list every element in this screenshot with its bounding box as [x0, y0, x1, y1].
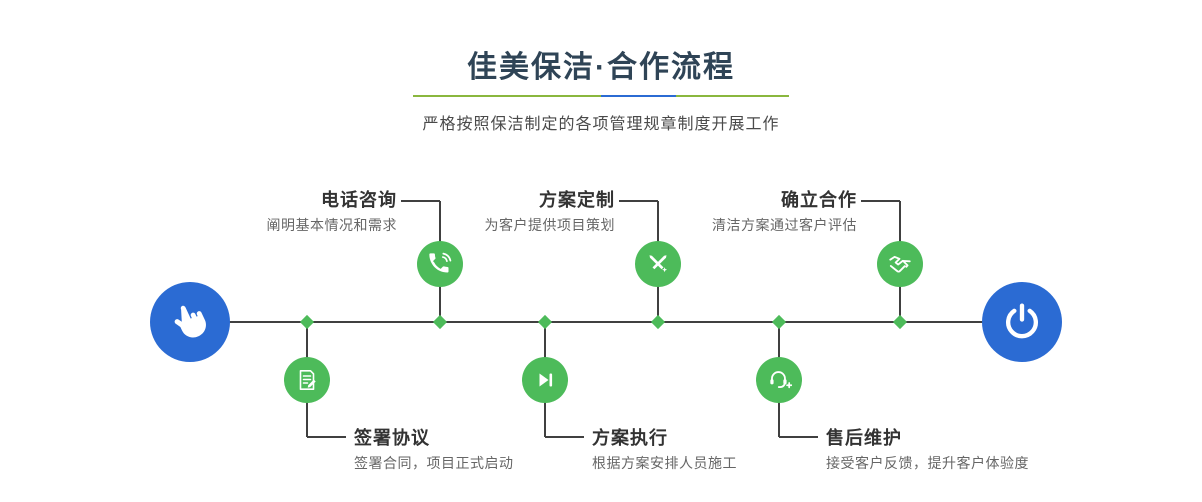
timeline-start-node — [150, 282, 230, 362]
step-title: 电话咨询 — [321, 190, 397, 210]
step-title: 确立合作 — [781, 190, 857, 210]
play-next-icon — [539, 373, 553, 387]
step-circle-phone — [417, 241, 463, 287]
divider-blue-segment — [601, 95, 677, 97]
step-title: 方案执行 — [592, 428, 668, 448]
connector-line — [401, 200, 440, 202]
pen-tools-icon — [649, 255, 668, 273]
page-title: 佳美保洁·合作流程 — [467, 51, 735, 84]
step-phone-consult: 电话咨询 阐明基本情况和需求 — [267, 189, 398, 235]
step-circle-cooperation — [877, 241, 923, 287]
timeline-end-node — [982, 282, 1062, 362]
timeline-line — [190, 321, 1022, 323]
title-divider — [413, 95, 789, 97]
connector-line — [619, 200, 658, 202]
headset-icon — [770, 371, 792, 389]
step-establish-cooperation: 确立合作 清洁方案通过客户评估 — [712, 189, 857, 235]
step-title: 方案定制 — [539, 190, 615, 210]
divider-green-segment — [413, 95, 601, 97]
hand-pointer-icon — [174, 305, 206, 338]
phone-icon — [429, 252, 452, 273]
step-description: 接受客户反馈，提升客户体验度 — [826, 455, 1029, 471]
connector-line — [545, 436, 584, 438]
step-circle-contract — [284, 357, 330, 403]
connector-line — [779, 436, 818, 438]
timeline-node-diamond — [771, 314, 787, 330]
power-icon — [1006, 303, 1038, 339]
contract-icon — [299, 370, 316, 390]
step-plan-execute: 方案执行 根据方案安排人员施工 — [592, 427, 737, 473]
step-description: 签署合同，项目正式启动 — [354, 455, 514, 471]
timeline-node-diamond — [892, 314, 908, 330]
timeline-node-diamond — [650, 314, 666, 330]
page-subtitle: 严格按照保洁制定的各项管理规章制度开展工作 — [422, 116, 780, 133]
step-aftersale-maintain: 售后维护 接受客户反馈，提升客户体验度 — [826, 427, 1029, 473]
step-description: 为客户提供项目策划 — [484, 217, 615, 233]
step-plan-customize: 方案定制 为客户提供项目策划 — [485, 189, 616, 235]
step-description: 阐明基本情况和需求 — [266, 217, 397, 233]
timeline-node-diamond — [299, 314, 315, 330]
handshake-icon — [889, 255, 911, 273]
step-description: 根据方案安排人员施工 — [592, 455, 737, 471]
connector-line — [307, 436, 346, 438]
timeline-node-diamond — [432, 314, 448, 330]
connector-line — [861, 200, 900, 202]
step-title: 签署协议 — [354, 428, 430, 448]
divider-green-segment — [676, 95, 789, 97]
step-sign-agreement: 签署协议 签署合同，项目正式启动 — [354, 427, 514, 473]
step-circle-execute — [522, 357, 568, 403]
step-circle-aftersale — [756, 357, 802, 403]
step-circle-design — [635, 241, 681, 287]
step-title: 售后维护 — [826, 428, 902, 448]
timeline-node-diamond — [537, 314, 553, 330]
step-description: 清洁方案通过客户评估 — [712, 217, 857, 233]
